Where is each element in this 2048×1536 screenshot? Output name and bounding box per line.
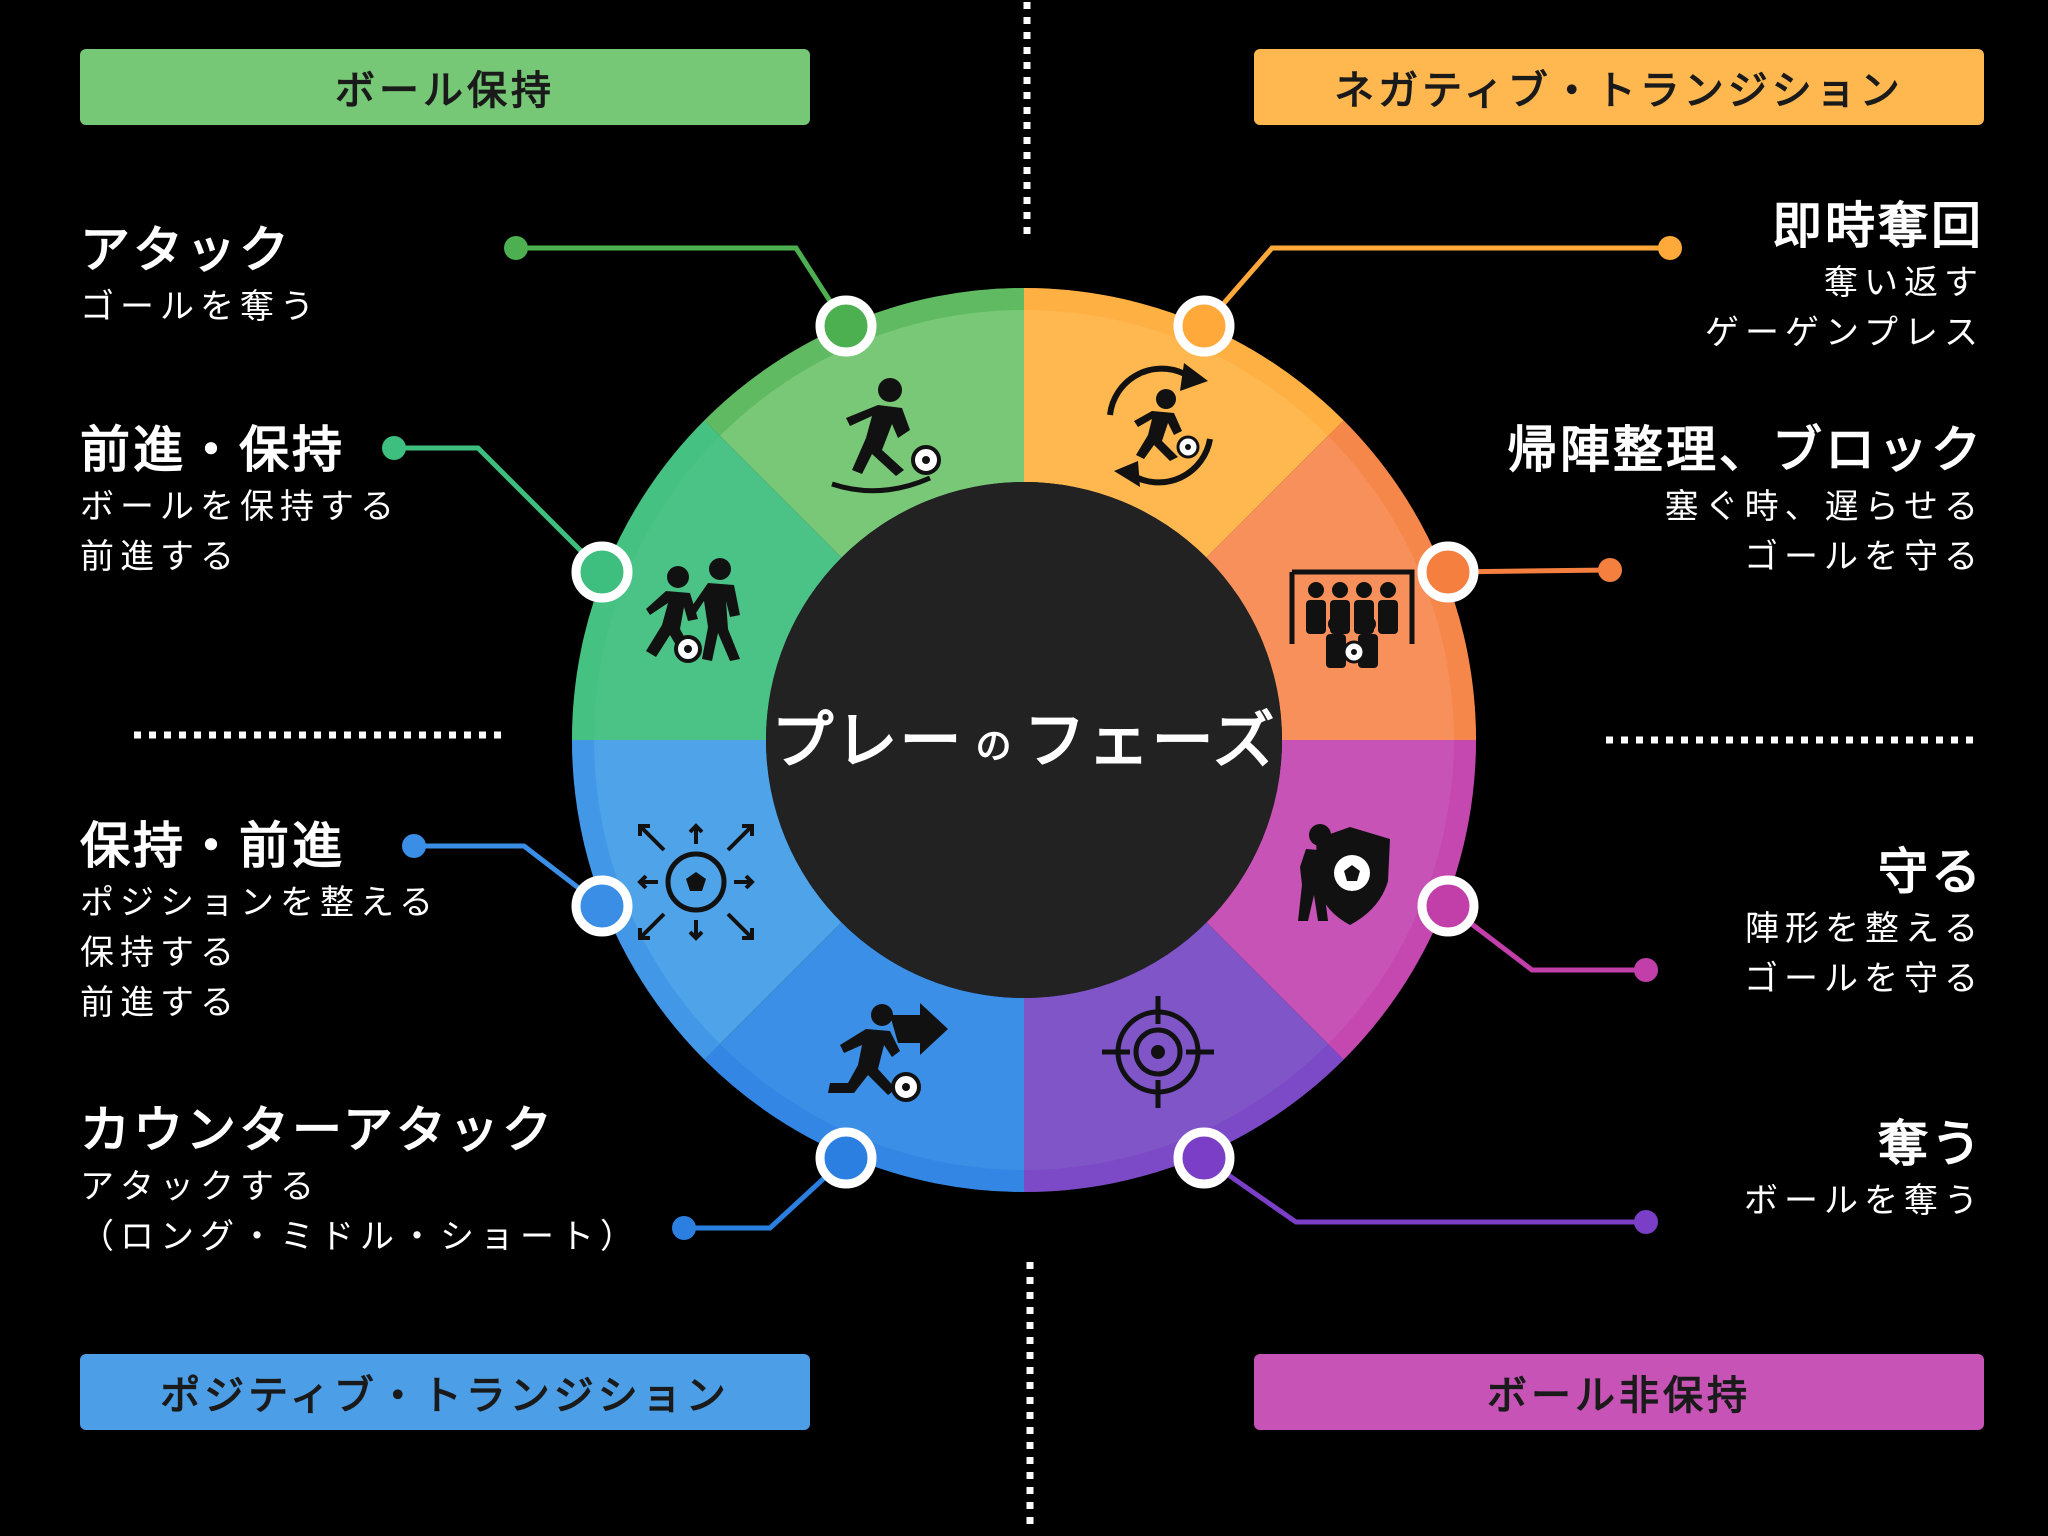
item-attack-desc: ゴールを奪う: [80, 287, 320, 327]
connector-node-reorganize-block: [1417, 541, 1479, 603]
center-disk: [766, 482, 1282, 998]
connector-line-attack: [516, 245, 849, 328]
connector-dot-advance-hold: [382, 436, 406, 460]
item-advance-hold: 前進・保持 ボールを保持する 前進する: [80, 418, 400, 582]
item-reorganize-block-desc-1: 塞ぐ時、遅らせる: [1664, 487, 1984, 527]
item-counter-attack: カウンターアタック アタックする （ロング・ミドル・ショート）: [80, 1098, 640, 1262]
segment-reorganize-block: [1206, 420, 1476, 740]
item-advance-hold-desc-2: 前進する: [80, 537, 240, 577]
player-dribbling-icon: [831, 378, 941, 494]
quadrant-label-ball-possession: ボール保持: [80, 49, 810, 125]
center-title-left: プレー: [771, 704, 964, 777]
connector-dot-hold-advance: [402, 834, 426, 858]
connector-line-hold-advance: [414, 843, 604, 908]
item-hold-advance-desc-3: 前進する: [80, 983, 240, 1023]
connector-dot-reorganize-block: [1598, 558, 1622, 582]
connector-line-defend: [1446, 904, 1646, 973]
item-win-ball-title: 奪う: [1878, 1115, 1984, 1173]
connector-node-attack: [815, 295, 877, 357]
item-reorganize-block: 帰陣整理、ブロック 塞ぐ時、遅らせる ゴールを守る: [1507, 418, 1984, 582]
item-immediate-recovery-desc-1: 奪い返す: [1824, 263, 1984, 303]
player-running-arrow-icon: [828, 1003, 948, 1102]
item-immediate-recovery-desc-2: ゲーゲンプレス: [1705, 313, 1984, 353]
item-defend: 守る 陣形を整える ゴールを守る: [1744, 840, 1984, 1004]
ball-directions-icon: [637, 823, 755, 941]
item-reorganize-block-title: 帰陣整理、ブロック: [1507, 421, 1984, 479]
connector-dot-counter-attack: [672, 1216, 696, 1240]
item-defend-desc-1: 陣形を整える: [1745, 909, 1984, 949]
item-defend-title: 守る: [1878, 843, 1984, 901]
center-title: プレー の フェーズ: [768, 680, 1280, 790]
item-hold-advance: 保持・前進 ポジションを整える 保持する 前進する: [80, 814, 439, 1028]
item-reorganize-block-desc-2: ゴールを守る: [1744, 537, 1984, 577]
quadrant-label-negative-transition: ネガティブ・トランジション: [1254, 49, 1984, 125]
connector-line-immediate-recovery: [1202, 245, 1670, 328]
item-hold-advance-desc-1: ポジションを整える: [80, 883, 439, 923]
segment-icons: [637, 363, 1415, 1108]
segment-advance-hold: [572, 420, 842, 740]
item-attack: アタック ゴールを奪う: [80, 218, 320, 332]
quadrant-label-positive-transition: ポジティブ・トランジション: [80, 1354, 810, 1430]
item-win-ball: 奪う ボールを奪う: [1744, 1112, 1984, 1226]
item-counter-attack-title: カウンターアタック: [80, 1101, 555, 1159]
connector-node-immediate-recovery: [1173, 295, 1235, 357]
item-immediate-recovery: 即時奪回 奪い返す ゲーゲンプレス: [1705, 194, 1984, 358]
segment-attack: [704, 288, 1024, 558]
player-shield-icon: [1298, 824, 1390, 925]
segment-immediate-recovery: [1024, 288, 1344, 558]
connector-line-win-ball: [1202, 1155, 1646, 1225]
connector-dot-win-ball: [1634, 1210, 1658, 1234]
item-defend-desc-2: ゴールを守る: [1744, 959, 1984, 999]
item-hold-advance-desc-2: 保持する: [80, 933, 240, 973]
dotted-dividers: [134, 2, 1980, 1530]
segment-win-ball: [1024, 922, 1344, 1192]
two-players-dribbling-icon: [646, 558, 740, 663]
connector-dot-defend: [1634, 958, 1658, 982]
connector-node-hold-advance: [571, 875, 633, 937]
item-advance-hold-desc-1: ボールを保持する: [80, 487, 400, 527]
item-advance-hold-title: 前進・保持: [80, 421, 345, 479]
player-circular-arrows-icon: [1107, 363, 1213, 487]
connector-dot-attack: [504, 236, 528, 260]
connector-line-counter-attack: [684, 1156, 848, 1231]
defensive-wall-icon: [1289, 569, 1415, 668]
item-win-ball-desc-1: ボールを奪う: [1744, 1181, 1984, 1221]
connector-dot-immediate-recovery: [1658, 236, 1682, 260]
item-attack-title: アタック: [80, 221, 292, 279]
center-title-mid: の: [975, 726, 1012, 767]
quadrant-label-non-possession: ボール非保持: [1254, 1354, 1984, 1430]
connector-line-advance-hold: [394, 445, 604, 574]
item-immediate-recovery-title: 即時奪回: [1772, 197, 1984, 255]
item-counter-attack-desc-2: （ロング・ミドル・ショート）: [80, 1217, 640, 1257]
center-title-right: フェーズ: [1023, 704, 1277, 777]
segment-hold-advance: [572, 740, 842, 1060]
item-hold-advance-title: 保持・前進: [80, 817, 345, 875]
connector-node-defend: [1417, 875, 1479, 937]
connector-node-counter-attack: [815, 1127, 877, 1189]
connector-node-advance-hold: [571, 541, 633, 603]
target-crosshair-icon: [1102, 996, 1214, 1108]
connectors: [382, 236, 1682, 1240]
item-counter-attack-desc-1: アタックする: [80, 1167, 320, 1207]
connector-node-win-ball: [1173, 1127, 1235, 1189]
